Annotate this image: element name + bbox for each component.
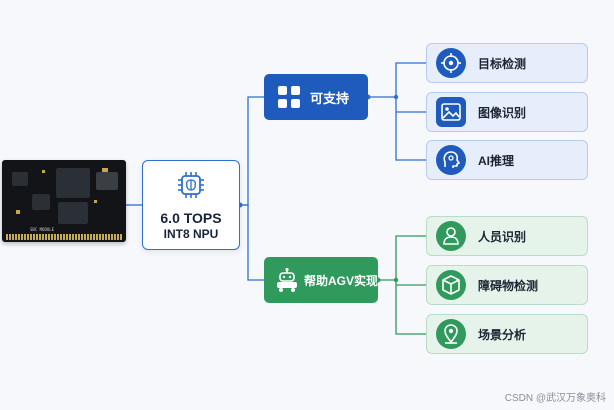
connector-agv (240, 204, 264, 281)
npu-performance: 6.0 TOPS (160, 210, 222, 226)
connector-leaf-4 (395, 280, 426, 286)
chip-brain-icon (178, 172, 204, 198)
leaf-label: 场景分析 (478, 327, 527, 342)
leaf-scene-analysis: 场景分析 (426, 314, 588, 354)
leaf-obstacle-detection: 障碍物检测 (426, 265, 588, 305)
connector-support (240, 96, 264, 206)
npu-type: INT8 NPU (163, 227, 219, 241)
category-agv: 帮助AGV实现 (264, 257, 378, 303)
leaf-image-recognition: 图像识别 (426, 92, 588, 132)
leaf-label: 图像识别 (478, 105, 527, 120)
map-pin-icon (436, 319, 466, 349)
person-icon (436, 221, 466, 251)
connector-leaf-2 (395, 112, 426, 161)
category-label: 可支持 (310, 90, 350, 106)
image-icon (436, 97, 466, 127)
connector-dot (393, 277, 399, 283)
target-icon (436, 48, 466, 78)
leaf-label: 目标检测 (478, 56, 527, 71)
category-label: 帮助AGV实现 (304, 273, 379, 288)
module-board-image: SBC MODULE (2, 160, 126, 242)
cube-icon (436, 270, 466, 300)
category-support: 可支持 (264, 74, 368, 120)
connector-leaf-3 (378, 235, 426, 281)
leaf-label: AI推理 (478, 153, 515, 168)
connector-leaf-0 (368, 62, 426, 98)
leaf-target-detection: 目标检测 (426, 43, 588, 83)
leaf-label: 人员识别 (478, 229, 527, 244)
watermark: CSDN @武汉万象奥科 (504, 393, 606, 404)
connector-leaf-1 (395, 97, 426, 113)
grid-icon (278, 86, 300, 108)
agv-robot-icon (277, 267, 297, 292)
leaf-person-recognition: 人员识别 (426, 216, 588, 256)
connector-leaf-5 (395, 285, 426, 335)
ai-head-icon (436, 145, 466, 175)
leaf-label: 障碍物检测 (478, 278, 539, 293)
npu-card: 6.0 TOPS INT8 NPU (142, 160, 240, 250)
leaf-ai-inference: AI推理 (426, 140, 588, 180)
connector-dot (393, 94, 399, 100)
